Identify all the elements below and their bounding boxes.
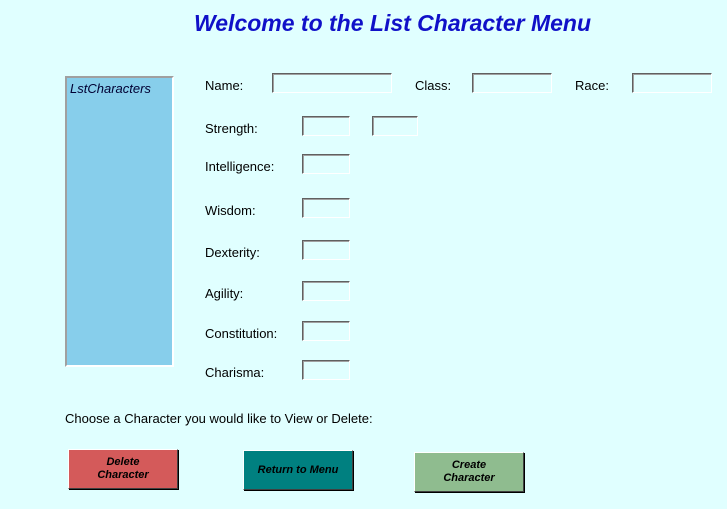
wisdom-field[interactable] [302,198,350,218]
race-label: Race: [575,78,609,93]
dexterity-label: Dexterity: [205,245,260,260]
agility-field[interactable] [302,281,350,301]
name-field[interactable] [272,73,392,93]
race-field[interactable] [632,73,712,93]
delete-button-label-line2: Character [97,469,149,481]
charisma-field[interactable] [302,360,350,380]
choose-character-prompt: Choose a Character you would like to Vie… [65,411,373,426]
strength-extra-field[interactable] [372,116,418,136]
create-button-label-line2: Character [443,472,495,484]
class-field[interactable] [472,73,552,93]
return-button-label: Return to Menu [257,463,339,476]
intelligence-field[interactable] [302,154,350,174]
listbox-header: LstCharacters [70,81,151,96]
page-title: Welcome to the List Character Menu [193,10,592,36]
name-label: Name: [205,78,244,93]
create-button-label-line1: Create [451,459,487,471]
character-listbox[interactable]: LstCharacters [65,76,174,367]
dexterity-field[interactable] [302,240,350,260]
strength-label: Strength: [205,121,258,136]
constitution-field[interactable] [302,321,350,341]
class-label: Class: [415,78,452,93]
intelligence-label: Intelligence: [205,159,275,174]
delete-button-label-line1: Delete [106,456,140,468]
wisdom-label: Wisdom: [205,203,256,218]
constitution-label: Constitution: [205,326,278,341]
return-to-menu-button[interactable]: Return to Menu [243,450,353,490]
charisma-label: Charisma: [205,365,265,380]
agility-label: Agility: [205,286,244,301]
strength-field[interactable] [302,116,350,136]
